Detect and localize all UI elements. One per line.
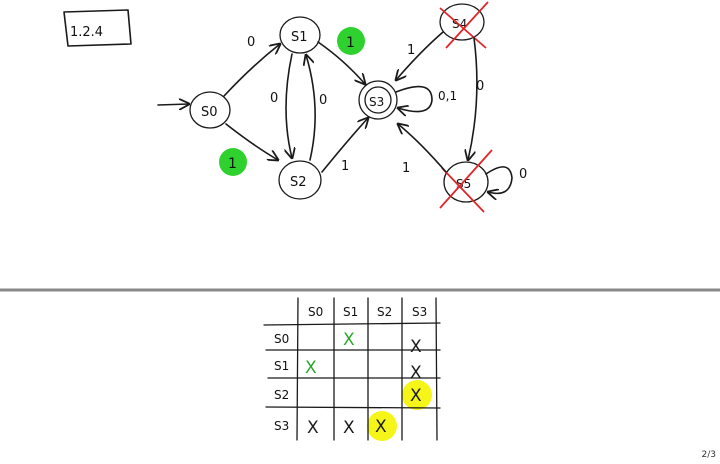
table-mark-s3-s1: X bbox=[343, 418, 355, 438]
state-s0-label: S0 bbox=[201, 105, 218, 120]
col-header-s3: S3 bbox=[412, 305, 427, 319]
start-arrow bbox=[157, 104, 189, 105]
edge-s0-s2 bbox=[225, 123, 278, 160]
table-highlight-s3-s2 bbox=[367, 411, 397, 441]
edge-s4-s3-label: 1 bbox=[407, 43, 415, 58]
table-mark-s0-s3: X bbox=[410, 337, 422, 357]
edge-s1-s2 bbox=[286, 53, 292, 158]
edge-s1-s3 bbox=[317, 41, 365, 84]
table-mark-s3-s0: X bbox=[307, 418, 319, 438]
edge-s1-s3-label: 1 bbox=[346, 35, 355, 51]
table-mark-s3-s2: X bbox=[375, 417, 387, 437]
col-header-s2: S2 bbox=[377, 305, 392, 319]
section-label-box: 1.2.4 bbox=[63, 9, 132, 47]
edge-s4-s3 bbox=[396, 31, 444, 80]
edge-s5-s3 bbox=[398, 124, 447, 173]
row-header-s1: S1 bbox=[274, 359, 289, 373]
section-label: 1.2.4 bbox=[70, 25, 103, 40]
s5-cross-mark bbox=[439, 149, 493, 213]
edge-s0-s2-label-highlight bbox=[219, 148, 247, 176]
distinguishability-table bbox=[263, 297, 441, 441]
page-indicator: 2/3 bbox=[701, 450, 716, 460]
edge-s1-s2-label: 0 bbox=[270, 91, 278, 106]
state-s0: S0 bbox=[189, 91, 231, 129]
edge-s3-self-loop bbox=[395, 85, 433, 112]
edge-s2-s3-label: 1 bbox=[341, 159, 349, 174]
state-s2: S2 bbox=[278, 160, 322, 200]
edge-s2-s3 bbox=[321, 118, 368, 173]
edge-s0-s2-label: 1 bbox=[228, 156, 237, 172]
edge-s0-s1 bbox=[223, 44, 280, 97]
table-mark-s1-s3: X bbox=[410, 363, 422, 383]
edge-s4-s5-label: 0 bbox=[476, 79, 484, 94]
row-header-s3: S3 bbox=[274, 419, 289, 433]
edge-s5-s3-label: 1 bbox=[402, 161, 410, 176]
state-s1: S1 bbox=[279, 16, 321, 54]
table-highlight-s2-s3 bbox=[402, 380, 432, 410]
col-header-s0: S0 bbox=[308, 305, 323, 319]
edge-s3-self-label: 0,1 bbox=[438, 89, 457, 103]
state-s1-label: S1 bbox=[291, 30, 308, 45]
edge-s0-s1-label: 0 bbox=[247, 35, 255, 50]
state-s3-label: S3 bbox=[369, 95, 384, 109]
s4-cross-mark bbox=[439, 1, 489, 49]
row-header-s0: S0 bbox=[274, 332, 289, 346]
edge-s2-s1 bbox=[306, 55, 316, 161]
edge-s5-self-label: 0 bbox=[519, 167, 527, 182]
state-s5: S5 bbox=[439, 149, 493, 213]
edge-s2-s1-label: 0 bbox=[319, 93, 327, 108]
row-header-s2: S2 bbox=[274, 388, 289, 402]
table-mark-s2-s3: X bbox=[410, 386, 422, 406]
table-mark-s0-s1: X bbox=[343, 330, 355, 350]
edge-s1-s3-label-highlight bbox=[337, 27, 365, 55]
col-header-s1: S1 bbox=[343, 305, 358, 319]
state-s2-label: S2 bbox=[290, 175, 307, 190]
state-s4: S4 bbox=[439, 1, 489, 49]
edge-s4-s5 bbox=[468, 37, 478, 160]
edge-s5-self-loop bbox=[485, 166, 513, 193]
state-s3: S3 bbox=[358, 80, 398, 120]
table-mark-s1-s0: X bbox=[305, 358, 317, 378]
